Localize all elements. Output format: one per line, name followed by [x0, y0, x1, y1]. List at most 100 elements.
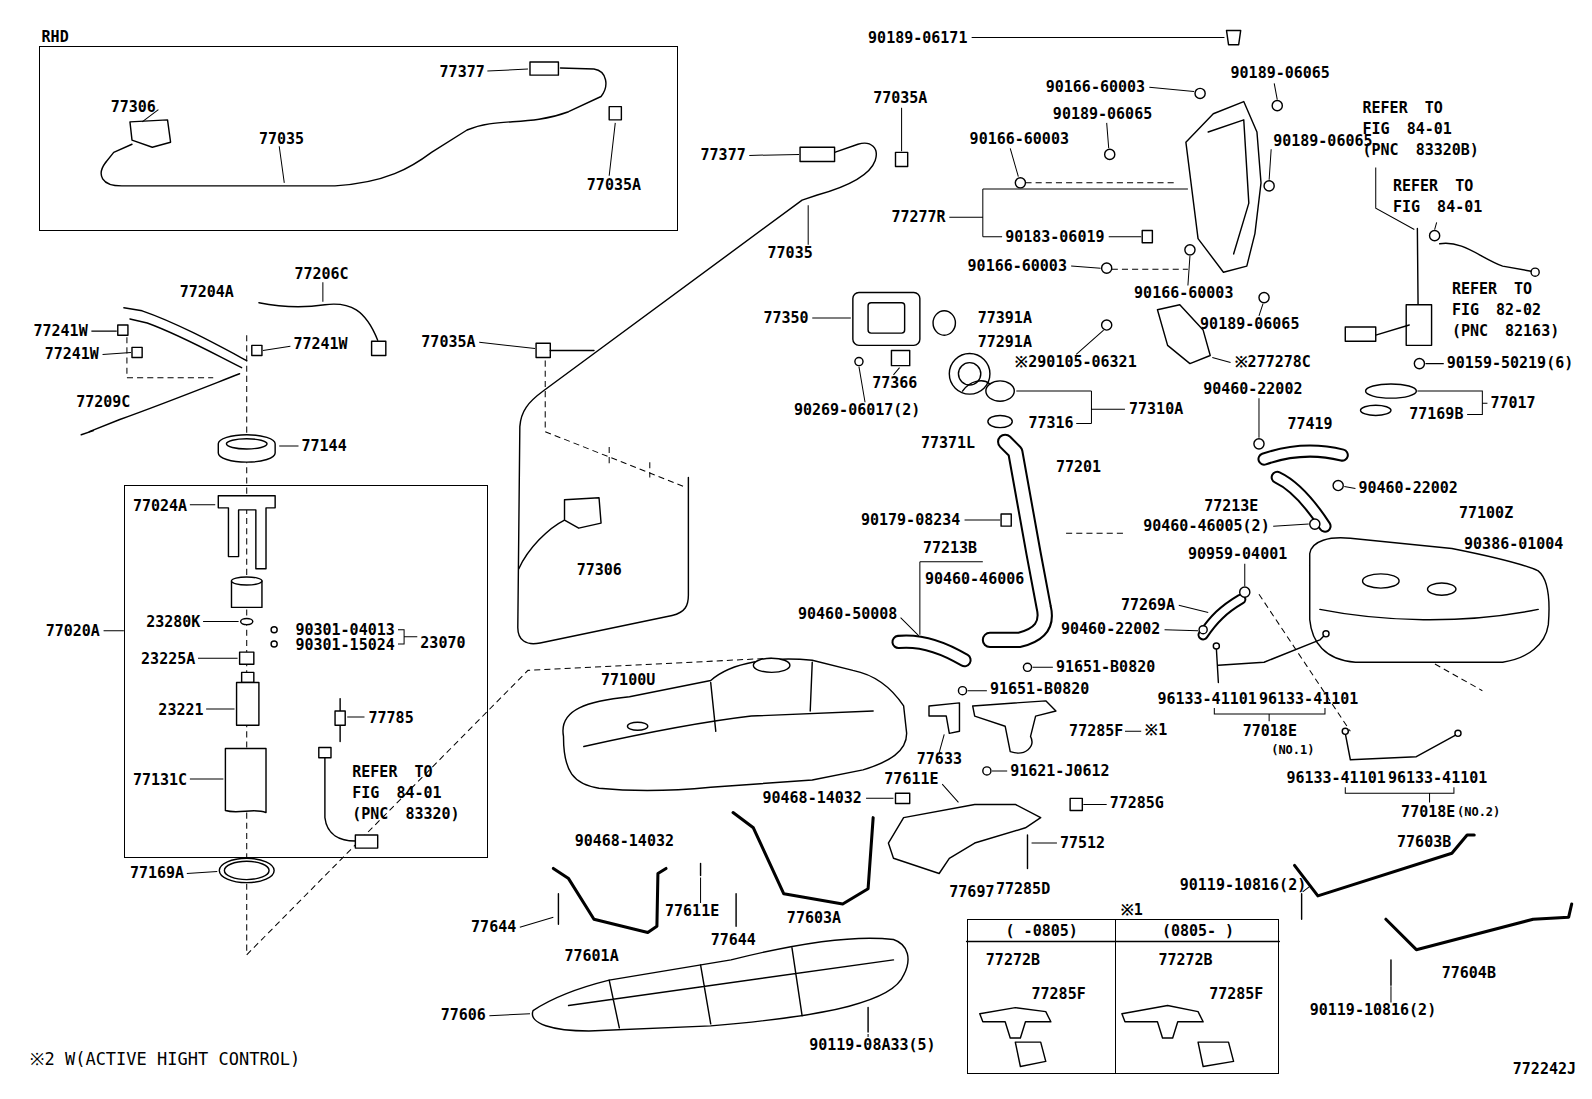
part-number: 77310A — [1129, 402, 1183, 417]
part-number: ※1 — [1145, 723, 1167, 738]
reference-note: REFER TO FIG 84-01 (PNC 83320B) — [1363, 98, 1484, 161]
part-number: 77512 — [1060, 835, 1105, 850]
part-number: 77241W — [34, 323, 88, 338]
table-cell: ( -0805)77272B77285F — [968, 920, 1116, 1073]
part-number: 77601A — [565, 949, 619, 964]
part-number: 77306 — [577, 562, 622, 577]
leader-lines — [91, 38, 1487, 1037]
part-number: 77377 — [701, 148, 746, 163]
variant-table: ※1( -0805)77272B77285F(0805- )77272B7728… — [967, 919, 1280, 1074]
part-number: ※290105-06321 — [1015, 355, 1136, 370]
part-number: 77697 — [949, 885, 994, 900]
part-number: 90269-06017(2) — [794, 403, 920, 418]
part-number: 77611E — [665, 903, 719, 918]
parts-drawing — [81, 30, 1571, 1066]
part-number: 77377 — [440, 65, 485, 80]
part-number: 77024A — [133, 498, 187, 513]
part-number: 77269A — [1121, 598, 1175, 613]
part-number: 77100Z — [1459, 505, 1513, 520]
dashed-guide-lines — [127, 183, 1482, 955]
part-number: 23221 — [158, 702, 203, 717]
part-number: 77391A — [978, 310, 1032, 325]
part-number: 77316 — [1029, 416, 1074, 431]
part-number: 90460-46005(2) — [1143, 518, 1269, 533]
sub-label: (NO.1) — [1271, 744, 1314, 756]
part-number: 77366 — [872, 375, 917, 390]
part-number: 77144 — [302, 438, 347, 453]
part-number: 77285F — [1209, 986, 1263, 1001]
part-number: 77213E — [1204, 498, 1258, 513]
part-number: 77785 — [369, 710, 414, 725]
part-number: 23280K — [146, 615, 200, 630]
part-number: 77100U — [601, 673, 655, 688]
part-number: 91651-B0820 — [990, 682, 1089, 697]
part-number: 77035A — [873, 91, 927, 106]
part-number: 77603A — [787, 910, 841, 925]
part-number: 90460-50008 — [798, 607, 897, 622]
date-range: ( -0805) — [1006, 924, 1078, 939]
frame-box: RHD77377773067703577035A — [39, 46, 679, 232]
part-number: 90159-50219(6) — [1447, 356, 1573, 371]
part-number: 90468-14032 — [575, 833, 674, 848]
date-range: (0805- ) — [1162, 924, 1234, 939]
part-number: 90183-06019 — [1005, 229, 1104, 244]
part-number: 77204A — [180, 285, 234, 300]
reference-note: REFER TO FIG 84-01 (PNC 83320) — [352, 762, 464, 825]
part-number: 23225A — [141, 651, 195, 666]
part-number: 77209C — [76, 395, 130, 410]
part-number: 90189-06065 — [1053, 106, 1152, 121]
part-number: 90301-15024 — [295, 637, 394, 652]
part-number: 90119-10816(2) — [1310, 1003, 1436, 1018]
part-number: 23070 — [420, 635, 465, 650]
part-number: 77131C — [133, 772, 187, 787]
part-number: 77291A — [978, 335, 1032, 350]
part-number: 77611E — [884, 771, 938, 786]
part-number: 90189-06171 — [868, 30, 967, 45]
part-number: 90460-22002 — [1203, 381, 1302, 396]
part-number: 90460-22002 — [1061, 622, 1160, 637]
part-number: 77644 — [471, 919, 516, 934]
reference-note: REFER TO FIG 84-01 — [1393, 176, 1505, 218]
part-number: 90301-04013 — [295, 623, 394, 638]
part-number: 77213B — [923, 541, 977, 556]
part-number: 77169B — [1409, 407, 1463, 422]
part-number: 77285F — [1069, 724, 1123, 739]
part-number: 77277R — [891, 210, 945, 225]
part-number: 77020A — [46, 623, 100, 638]
part-number: 90119-10816(2) — [1180, 878, 1306, 893]
part-number: 90460-46006 — [925, 571, 1024, 586]
part-number: 772242J — [1513, 1062, 1576, 1077]
table-cell: (0805- )77272B77285F — [1116, 920, 1278, 1073]
part-number: 90119-08A33(5) — [809, 1037, 935, 1052]
part-number: 77241W — [293, 337, 347, 352]
part-number: 90386-01004 — [1464, 537, 1563, 552]
part-number: 77603B — [1397, 834, 1451, 849]
part-number: 77035 — [768, 245, 813, 260]
part-number: 90460-22002 — [1358, 481, 1457, 496]
part-number: 77035A — [421, 335, 475, 350]
part-number: 77018E — [1401, 805, 1455, 820]
part-number: 90166-60003 — [968, 259, 1067, 274]
part-number: 77201 — [1056, 460, 1101, 475]
part-number: 77419 — [1287, 417, 1332, 432]
part-number: 90166-60003 — [1046, 80, 1145, 95]
part-number: 77633 — [917, 752, 962, 767]
part-number: 90959-04001 — [1188, 547, 1287, 562]
part-number: 77018E — [1243, 724, 1297, 739]
box-heading: ※1 — [1121, 902, 1143, 917]
part-number: 77306 — [111, 99, 156, 114]
part-number: 77285G — [1110, 796, 1164, 811]
part-number: 90189-06065 — [1231, 66, 1330, 81]
part-number: 77169A — [130, 866, 184, 881]
part-number: 90166-60003 — [970, 132, 1069, 147]
sub-label: (NO.2) — [1457, 806, 1500, 818]
part-number: 77371L — [921, 435, 975, 450]
part-number: 77272B — [986, 953, 1040, 968]
part-number: 77017 — [1490, 396, 1535, 411]
part-number: 77606 — [441, 1008, 486, 1023]
part-number: 90468-14032 — [762, 791, 861, 806]
part-number: 77035A — [587, 177, 641, 192]
part-number: 77350 — [764, 310, 809, 325]
part-number: 91651-B0820 — [1056, 660, 1155, 675]
